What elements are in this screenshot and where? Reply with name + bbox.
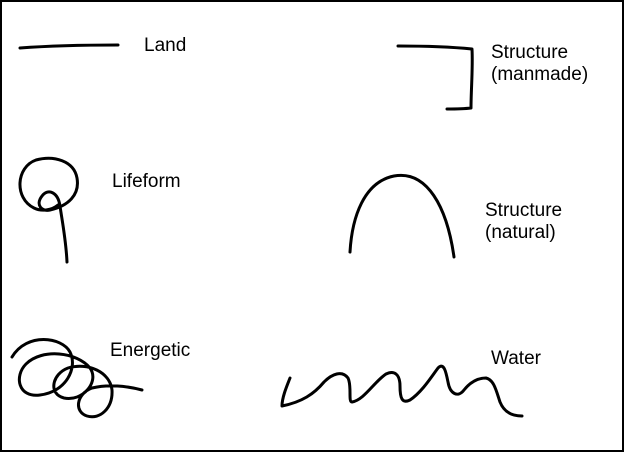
- energetic-label: Energetic: [110, 340, 190, 362]
- water-symbol: [280, 364, 524, 418]
- land-label-text: Land: [144, 35, 187, 56]
- lifeform-symbol: [18, 156, 79, 264]
- water-label: Water: [491, 348, 541, 370]
- land-label: Land: [144, 35, 186, 57]
- structure-manmade-label-line-2: (manmade): [491, 64, 589, 85]
- structure-natural-label-line-1: Structure: [485, 200, 563, 221]
- lifeform-label-text: Lifeform: [112, 171, 181, 192]
- structure-manmade-label: Structure (manmade): [491, 42, 588, 86]
- water-label-text: Water: [491, 348, 541, 369]
- structure-manmade-label-line-1: Structure: [491, 42, 569, 63]
- structure-natural-label: Structure (natural): [485, 200, 562, 244]
- energetic-label-text: Energetic: [110, 340, 191, 361]
- structure-natural-symbol: [348, 173, 456, 259]
- structure-natural-label-line-2: (natural): [485, 222, 556, 243]
- lifeform-label: Lifeform: [112, 171, 181, 193]
- structure-manmade-symbol: [396, 44, 474, 111]
- energetic-symbol: [10, 338, 144, 419]
- land-symbol: [18, 43, 120, 50]
